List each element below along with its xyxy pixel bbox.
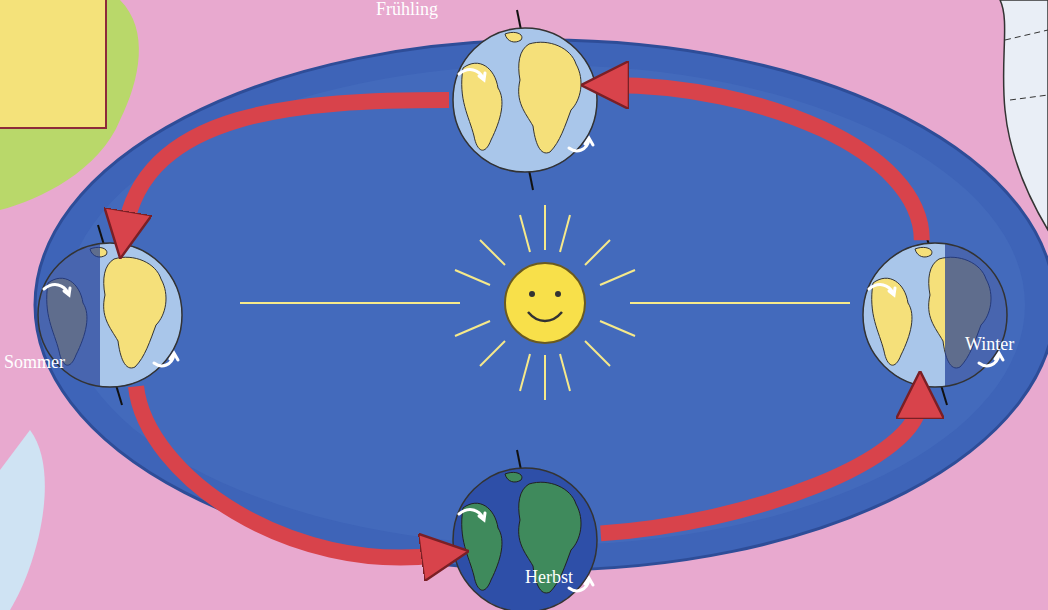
earth-globe: Frühling	[453, 28, 597, 172]
earth-globe: Herbst	[453, 468, 597, 610]
earth-globe: Winter	[863, 243, 1007, 387]
orbit-arrow	[125, 100, 449, 230]
earth-globe: Sommer	[38, 243, 182, 387]
season-label: Winter	[965, 335, 1014, 355]
season-label: Sommer	[4, 353, 65, 373]
season-label: Herbst	[525, 568, 573, 588]
orbit-arrow	[136, 386, 440, 557]
orbit-arrow	[610, 85, 922, 240]
season-label: Frühling	[376, 0, 438, 20]
orbit-arrow	[601, 400, 920, 534]
